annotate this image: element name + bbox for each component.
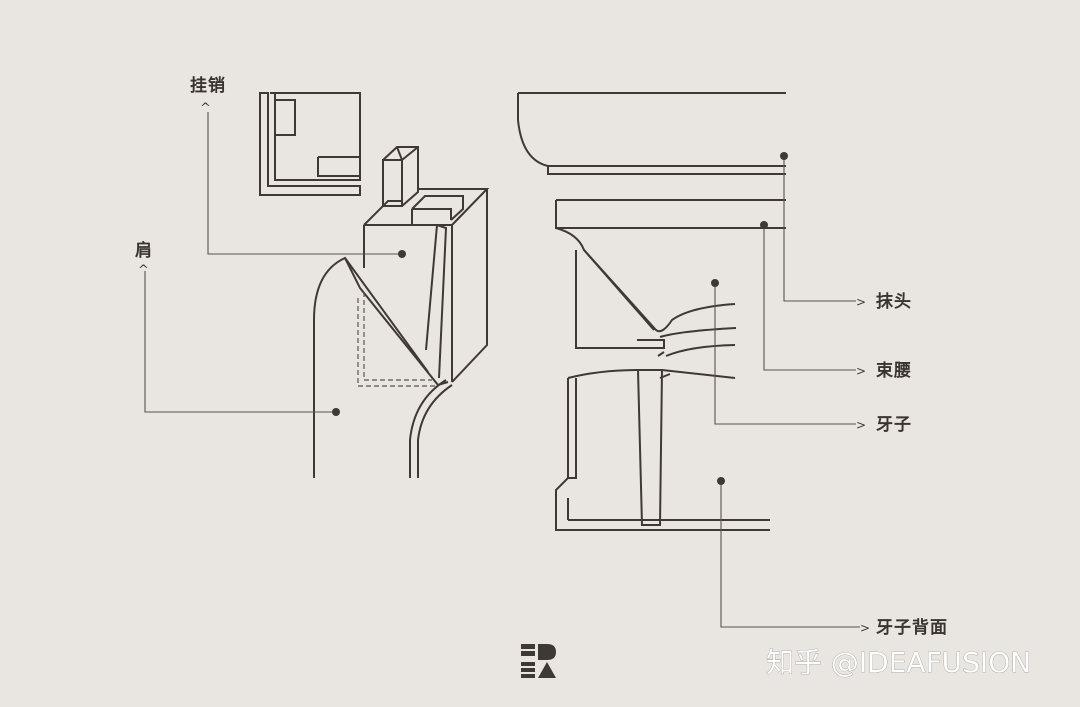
label-shuyao: 束腰 <box>876 360 912 381</box>
label-yazi: 牙子 <box>876 415 912 435</box>
pin-detail-inset <box>259 92 361 196</box>
arrow-up-icon: ^ <box>138 263 150 278</box>
arrow-right-icon: > <box>856 364 867 378</box>
leader-lines <box>144 112 860 628</box>
label-yazi-beimian: 牙子背面 <box>876 617 948 638</box>
idea-logo-icon <box>521 644 556 678</box>
table-profile <box>517 92 786 531</box>
arrow-up-icon: ^ <box>200 101 212 116</box>
label-jian: 肩 <box>135 240 153 261</box>
label-guaxiao: 挂销 <box>190 75 226 96</box>
leg-assembly <box>313 146 490 478</box>
arrow-right-icon: > <box>856 418 867 432</box>
arrow-right-icon: > <box>856 295 867 309</box>
watermark-text: 知乎 @IDEAFUSION <box>766 646 1031 679</box>
label-motou: 抹头 <box>876 291 912 312</box>
arrow-right-icon: > <box>860 621 871 635</box>
